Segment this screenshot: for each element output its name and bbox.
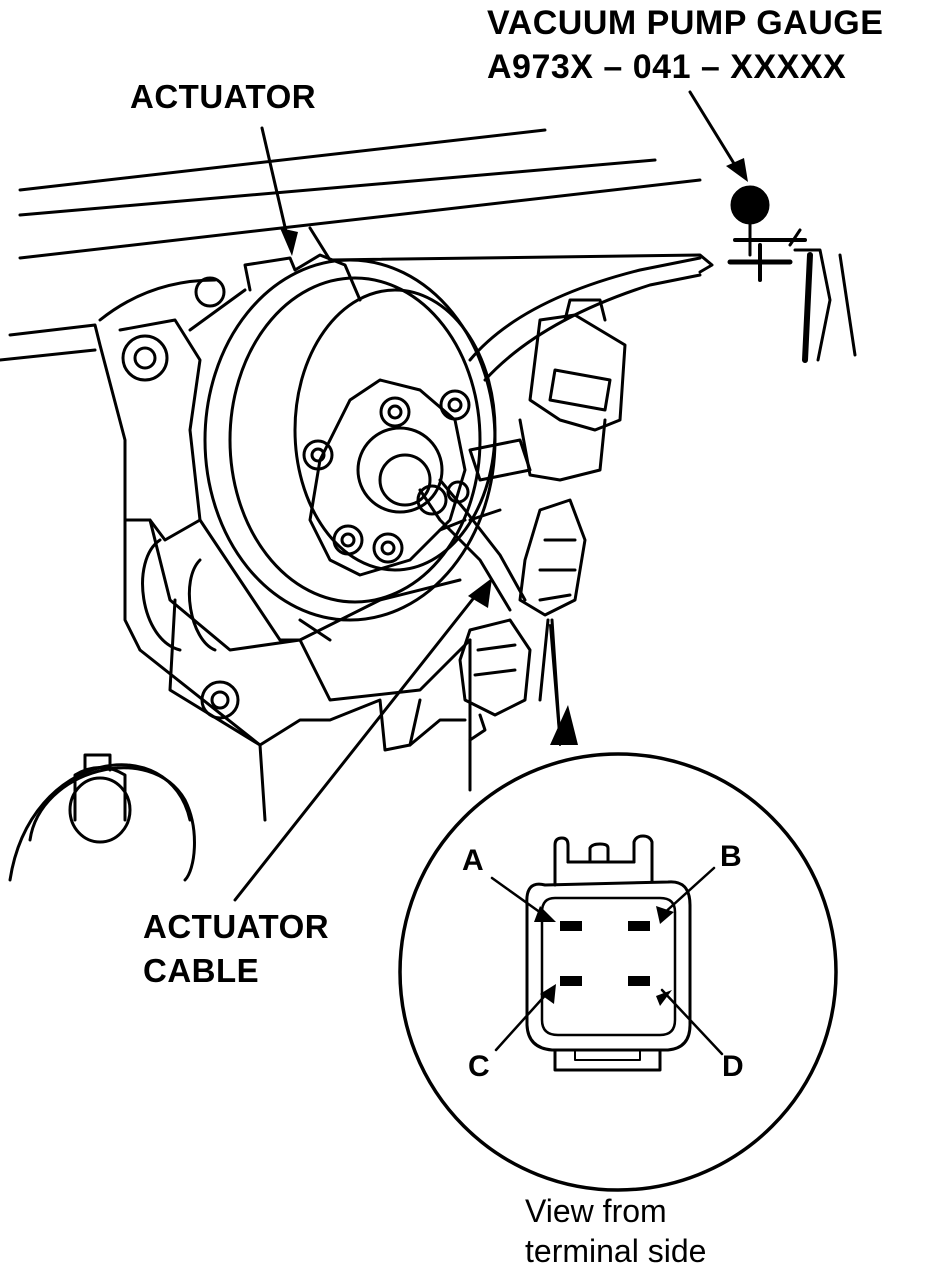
pin-b-label: B	[720, 840, 742, 873]
actuator-cable-label-line2: CABLE	[143, 952, 260, 989]
view-leader	[549, 624, 578, 746]
view-caption-line2: terminal side	[525, 1233, 707, 1269]
terminal-view-circle	[398, 752, 838, 1192]
pin-a-label: A	[462, 844, 484, 877]
actuator-cable-label-line1: ACTUATOR	[143, 908, 330, 945]
connector-face	[525, 834, 692, 1072]
actuator-body	[188, 253, 497, 642]
upper-connector	[468, 298, 627, 482]
leader-arrows	[233, 90, 748, 902]
pin-d-label: D	[722, 1050, 744, 1083]
actuator-bracket	[118, 318, 472, 822]
view-caption-line1: View from	[525, 1193, 667, 1229]
pin-c-label: C	[468, 1050, 490, 1083]
bottom-left-part	[8, 753, 196, 882]
pin-leaders	[490, 866, 724, 1056]
body-panel-lines	[0, 128, 714, 652]
lower-connector	[518, 498, 587, 742]
side-connector	[458, 618, 532, 742]
vacuum-hose	[468, 256, 702, 382]
bracket-bolts	[98, 276, 240, 720]
vacuum-pump-gauge-symbol	[727, 185, 857, 363]
vacuum-gauge-label-line1: VACUUM PUMP GAUGE	[487, 4, 884, 42]
vacuum-gauge-label-line2: A973X – 041 – XXXXX	[487, 48, 847, 86]
actuator-label: ACTUATOR	[130, 78, 317, 115]
actuator-cable	[416, 478, 527, 612]
